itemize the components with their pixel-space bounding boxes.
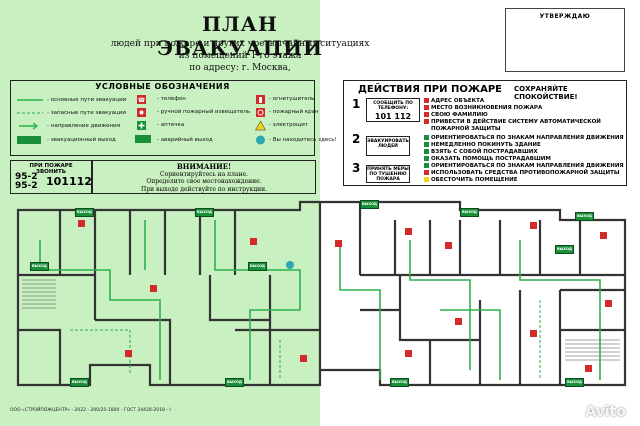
exit-sign: ВЫХОД — [195, 208, 214, 217]
attention-heading: ВНИМАНИЕ! — [176, 162, 232, 171]
step-3-item-2: ИСПОЛЬЗОВАТЬ СРЕДСТВА ПРОТИВОПОЖАРНОЙ ЗА… — [431, 170, 620, 176]
power-off-icon — [424, 177, 429, 182]
footer-text: ООО «СТРОЙПОЖЦЕНТР» - 2022 - 200/25-1800… — [10, 408, 171, 413]
exit-sign: ВЫХОД — [248, 262, 267, 271]
exit-sign: ВЫХОД — [70, 378, 89, 387]
step-3-box-text: ПРИНЯТЬ МЕРЫ ПО ТУШЕНИЮ ПОЖАРА — [367, 167, 409, 182]
step-1-item-4: ПРИВЕСТИ В ДЕЙСТВИЕ СИСТЕМУ АВТОМАТИЧЕСК… — [431, 119, 601, 125]
direction-sign-icon — [424, 135, 429, 140]
step-1-item-1: АДРЕС ОБЪЕКТА — [431, 98, 485, 104]
attention-box: ВНИМАНИЕ! Сориентируйтесь на плане. Опре… — [92, 160, 316, 194]
legend-item-extinguisher: - огнетушитель — [269, 96, 315, 102]
step-3-item-3: ОБЕСТОЧИТЬ ПОМЕЩЕНИЕ — [431, 177, 518, 183]
direction-arrow-icon — [19, 122, 39, 130]
step-2-item-2: НЕМЕДЛЕННО ПОКИНУТЬ ЗДАНИЕ — [431, 142, 541, 148]
phone-heading: ПРИ ПОЖАРЕ ЗВОНИТЬ — [29, 163, 73, 175]
step-2-number: 2 — [352, 132, 361, 146]
legend-item-manual-alarm: - ручной пожарный извещатель — [157, 109, 251, 115]
fire-equipment — [78, 220, 612, 372]
attention-line-3: При выходе действуйте по инструкции. — [141, 185, 267, 193]
legend-symbols-col1 — [17, 99, 43, 144]
building-walls — [16, 200, 627, 387]
floor-plan — [16, 200, 627, 387]
step-2-item-4: ОКАЗАТЬ ПОМОЩЬ ПОСТРАДАВШИМ — [431, 156, 551, 162]
phone-number-101: 101 — [46, 175, 69, 188]
approval-box: УТВЕРЖДАЮ — [505, 8, 625, 72]
exit-sign: ВЫХОД — [390, 378, 409, 387]
phone-number-112: 112 — [69, 175, 92, 188]
step-2-item-1: ОРИЕНТИРОВАТЬСЯ ПО ЗНАКАМ НАПРАВЛЕНИЯ ДВ… — [431, 135, 624, 141]
step-1-item-2: МЕСТО ВОЗНИКНОВЕНИЯ ПОЖАРА — [431, 105, 543, 111]
approval-label: УТВЕРЖДАЮ — [539, 13, 591, 20]
you-are-here-icon — [256, 135, 265, 145]
actions-calm: СОХРАНЯЙТЕ СПОКОЙСТВИЕ! — [514, 85, 578, 101]
legend-item-emergency-exit: - аварийный выход — [157, 137, 213, 143]
phone-icon — [137, 95, 146, 104]
exit-sign: ВЫХОД — [575, 212, 594, 221]
fire-hydrant-icon — [256, 108, 265, 117]
fire-phone-box: ПРИ ПОЖАРЕ ЗВОНИТЬ 95-2 95-2 101 112 — [10, 160, 92, 194]
step-1-item-3: СВОЮ ФАМИЛИЮ — [431, 112, 488, 118]
legend-item-first-aid: - аптечка — [157, 122, 185, 128]
legend-item-panel: - электрощит — [269, 122, 308, 128]
alarm-system-icon — [424, 119, 429, 124]
exit-sign: ВЫХОД — [75, 208, 94, 217]
phone-number-2: 95-2 — [15, 181, 38, 191]
stairs — [22, 279, 620, 361]
address-icon — [424, 98, 429, 103]
svg-text:☎: ☎ — [138, 97, 146, 104]
legend-item-spare-path: - запасные пути эвакуации — [47, 110, 126, 116]
legend-item-main-path: - основные пути эвакуации — [47, 97, 127, 103]
first-aid-help-icon — [424, 156, 429, 161]
legend-box: УСЛОВНЫЕ ОБОЗНАЧЕНИЯ - основные пути эва… — [10, 80, 337, 156]
step-1-box: СООБЩИТЬ ПО ТЕЛЕФОНУ: 101 112 — [366, 98, 420, 122]
step-2-item-3: ВЗЯТЬ С СОБОЙ ПОСТРАДАВШИХ — [431, 149, 538, 155]
step-1-box-numbers: 101 112 — [374, 112, 412, 121]
leave-building-icon — [424, 142, 429, 147]
orient-icon — [424, 163, 429, 168]
subtitle-line-3: по адресу: г. Москва, — [189, 63, 291, 73]
exit-sign: ВЫХОД — [555, 245, 574, 254]
step-1-item-5: ПОЖАРНОЙ ЗАЩИТЫ — [431, 126, 501, 132]
legend-item-phone: - телефон — [157, 96, 186, 102]
legend-symbols-col3 — [255, 95, 266, 145]
exit-sign: ВЫХОД — [30, 262, 49, 271]
subtitle-line-2: из помещений 1-го этажа — [178, 51, 302, 61]
electrical-panel-icon — [255, 120, 266, 131]
plan-title: ПЛАН ЭВАКУАЦИИ — [157, 12, 323, 60]
subtitle-line-1: людей при пожаре и других чрезвычайных с… — [110, 39, 370, 49]
exit-sign-icon — [17, 136, 41, 144]
exit-sign: ВЫХОД — [360, 200, 379, 209]
actions-heading: ДЕЙСТВИЯ ПРИ ПОЖАРЕ — [358, 84, 502, 95]
step-1-number: 1 — [352, 97, 361, 111]
phone-number-1: 95-2 — [15, 172, 38, 182]
take-victims-icon — [424, 149, 429, 154]
exit-sign: ВЫХОД — [460, 208, 479, 217]
step-3-box: ПРИНЯТЬ МЕРЫ ПО ТУШЕНИЮ ПОЖАРА — [366, 165, 410, 183]
fire-location-icon — [424, 105, 429, 110]
step-3-item-1: ОРИЕНТИРОВАТЬСЯ ПО ЗНАКАМ НАПРАВЛЕНИЯ ДВ… — [431, 163, 624, 169]
emergency-exit-icon — [135, 135, 151, 143]
step-2-box: ЭВАКУИРОВАТЬ ЛЮДЕЙ — [366, 136, 410, 156]
legend-item-hydrant: - пожарный кран — [269, 109, 319, 115]
step-3-number: 3 — [352, 161, 361, 175]
legend-item-exit: - эвакуационный выход — [47, 137, 116, 143]
step-2-box-text: ЭВАКУИРОВАТЬ ЛЮДЕЙ — [367, 139, 409, 149]
fire-actions-box: ДЕЙСТВИЯ ПРИ ПОЖАРЕ СОХРАНЯЙТЕ СПОКОЙСТВ… — [343, 80, 627, 186]
step-1-box-text: СООБЩИТЬ ПО ТЕЛЕФОНУ: — [373, 101, 413, 111]
extinguish-icon — [424, 170, 429, 175]
exit-sign: ВЫХОД — [565, 378, 584, 387]
avito-watermark: Avito — [585, 404, 626, 420]
you-are-here-marker — [286, 261, 294, 269]
legend-item-direction: - направление движения — [47, 123, 121, 129]
attention-line-1: Сориентируйтесь на плане. — [159, 170, 248, 178]
attention-line-2: Определите свое местонахождение. — [146, 178, 262, 185]
spare-paths — [70, 300, 541, 380]
legend-title: УСЛОВНЫЕ ОБОЗНАЧЕНИЯ — [95, 82, 230, 91]
exit-sign: ВЫХОД — [225, 378, 244, 387]
legend-symbols-col2: ☎ — [135, 95, 151, 143]
legend-item-here: - Вы находитесь здесь! — [269, 137, 337, 143]
surname-icon — [424, 112, 429, 117]
